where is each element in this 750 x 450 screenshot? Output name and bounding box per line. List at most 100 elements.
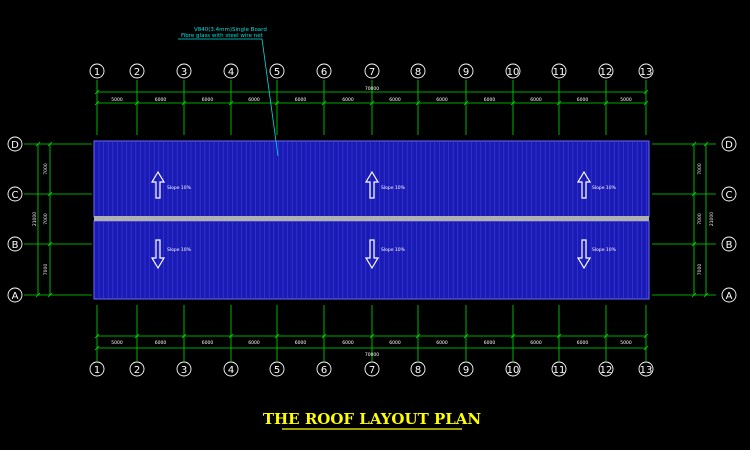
span-label-bottom: 6000 [436, 340, 448, 346]
dim-tick [94, 100, 100, 106]
span-label-top: 6000 [155, 97, 167, 103]
grid-bubble-top [505, 63, 521, 79]
dim-tick [47, 241, 53, 247]
span-label-top: 5000 [111, 97, 123, 103]
span-label-top: 6000 [342, 97, 354, 103]
overall-length-bottom: 70000 [365, 352, 379, 358]
span-label-bottom: 6000 [389, 340, 401, 346]
span-label-top: 6000 [295, 97, 307, 103]
overall-width-label-left: 21000 [32, 212, 38, 226]
span-label-bottom: 6000 [342, 340, 354, 346]
overall-width-label-right: 21000 [709, 212, 715, 226]
grid-bubble-right [721, 186, 737, 202]
slope-arrow-down-mid: Slope 10% [364, 239, 406, 270]
span-label-bottom: 5000 [620, 340, 632, 346]
grid-column-label-bottom: 12 [600, 365, 613, 376]
grid-bubble-bottom [316, 361, 332, 377]
dim-tick [691, 191, 697, 197]
grid-column-label-top: 13 [640, 67, 653, 78]
dim-tick [510, 100, 516, 106]
grid-column-label-bottom: 6 [321, 365, 327, 376]
grid-bubble-bottom [129, 361, 145, 377]
grid-bubble-top [410, 63, 426, 79]
dim-tick [321, 100, 327, 106]
dim-tick [274, 333, 280, 339]
grid-bubble-left [7, 186, 23, 202]
dim-tick [47, 191, 53, 197]
dim-tick [643, 333, 649, 339]
grid-column-label-top: 9 [463, 67, 469, 78]
grid-bubble-bottom [223, 361, 239, 377]
dim-tick [181, 100, 187, 106]
grid-row-label-left: A [12, 291, 19, 302]
span-label-bottom: 6000 [248, 340, 260, 346]
grid-column-label-bottom: 3 [181, 365, 187, 376]
grid-column-label-bottom: 9 [463, 365, 469, 376]
grid-bubble-bottom [364, 361, 380, 377]
grid-column-label-bottom: 13 [640, 365, 653, 376]
grid-column-label-top: 4 [228, 67, 234, 78]
row-span-label-left: 7000 [43, 264, 49, 276]
grid-bubble-left [7, 236, 23, 252]
dim-tick [643, 345, 649, 351]
grid-bubble-right [721, 287, 737, 303]
grid-bubble-top [598, 63, 614, 79]
grid-column-label-top: 6 [321, 67, 327, 78]
grid-bubble-bottom [638, 361, 654, 377]
grid-column-label-bottom: 8 [415, 365, 421, 376]
span-label-bottom: 5000 [111, 340, 123, 346]
grid-row-label-right: D [725, 140, 733, 151]
span-label-top: 6000 [248, 97, 260, 103]
row-span-label-left: 7000 [43, 213, 49, 225]
grid-column-label-top: 5 [274, 67, 280, 78]
grid-row-label-left: D [11, 140, 19, 151]
ridge-line [94, 216, 649, 221]
grid-bubble-top [176, 63, 192, 79]
grid-column-label-bottom: 5 [274, 365, 280, 376]
grid-row-label-left: B [12, 240, 19, 251]
span-label-bottom: 6000 [155, 340, 167, 346]
row-span-label-right: 7000 [697, 213, 703, 225]
dim-tick [94, 345, 100, 351]
dim-tick [228, 100, 234, 106]
grid-column-label-top: 3 [181, 67, 187, 78]
grid-bubble-bottom [269, 361, 285, 377]
dim-tick [703, 141, 709, 147]
dim-tick [643, 100, 649, 106]
grid-bubble-top [269, 63, 285, 79]
span-label-top: 6000 [202, 97, 214, 103]
grid-bubble-bottom [176, 361, 192, 377]
span-label-top: 6000 [389, 97, 401, 103]
grid-lines [24, 80, 716, 361]
dim-tick [94, 89, 100, 95]
span-label-bottom: 6000 [484, 340, 496, 346]
grid-bubble-left [7, 287, 23, 303]
grid-column-label-top: 10 [507, 67, 520, 78]
grid-bubble-bottom [598, 361, 614, 377]
overall-length-top: 70000 [365, 86, 379, 92]
slope-label-down-right: Slope 10% [592, 247, 617, 253]
slope-arrow-down-left: Slope 10% [150, 239, 192, 270]
span-label-top: 6000 [577, 97, 589, 103]
grid-column-label-top: 12 [600, 67, 613, 78]
slope-label-down-left: Slope 10% [167, 247, 192, 253]
grid-bubble-top [551, 63, 567, 79]
callout-line-1: V840(3.4mm)Single Board [194, 27, 267, 33]
grid-bubble-top [364, 63, 380, 79]
span-label-bottom: 6000 [577, 340, 589, 346]
dim-tick [603, 100, 609, 106]
dim-tick [556, 100, 562, 106]
grid-bubble-bottom [458, 361, 474, 377]
dim-tick [415, 100, 421, 106]
grid-bubble-top [89, 63, 105, 79]
span-label-top: 5000 [620, 97, 632, 103]
grid-bubble-bottom [410, 361, 426, 377]
dim-tick [643, 89, 649, 95]
dim-tick [510, 333, 516, 339]
dim-tick [94, 333, 100, 339]
slope-label-down-mid: Slope 10% [381, 247, 406, 253]
dim-tick [181, 333, 187, 339]
grid-bubble-right [721, 136, 737, 152]
slope-arrow-up-right: Slope 10% [576, 170, 617, 199]
